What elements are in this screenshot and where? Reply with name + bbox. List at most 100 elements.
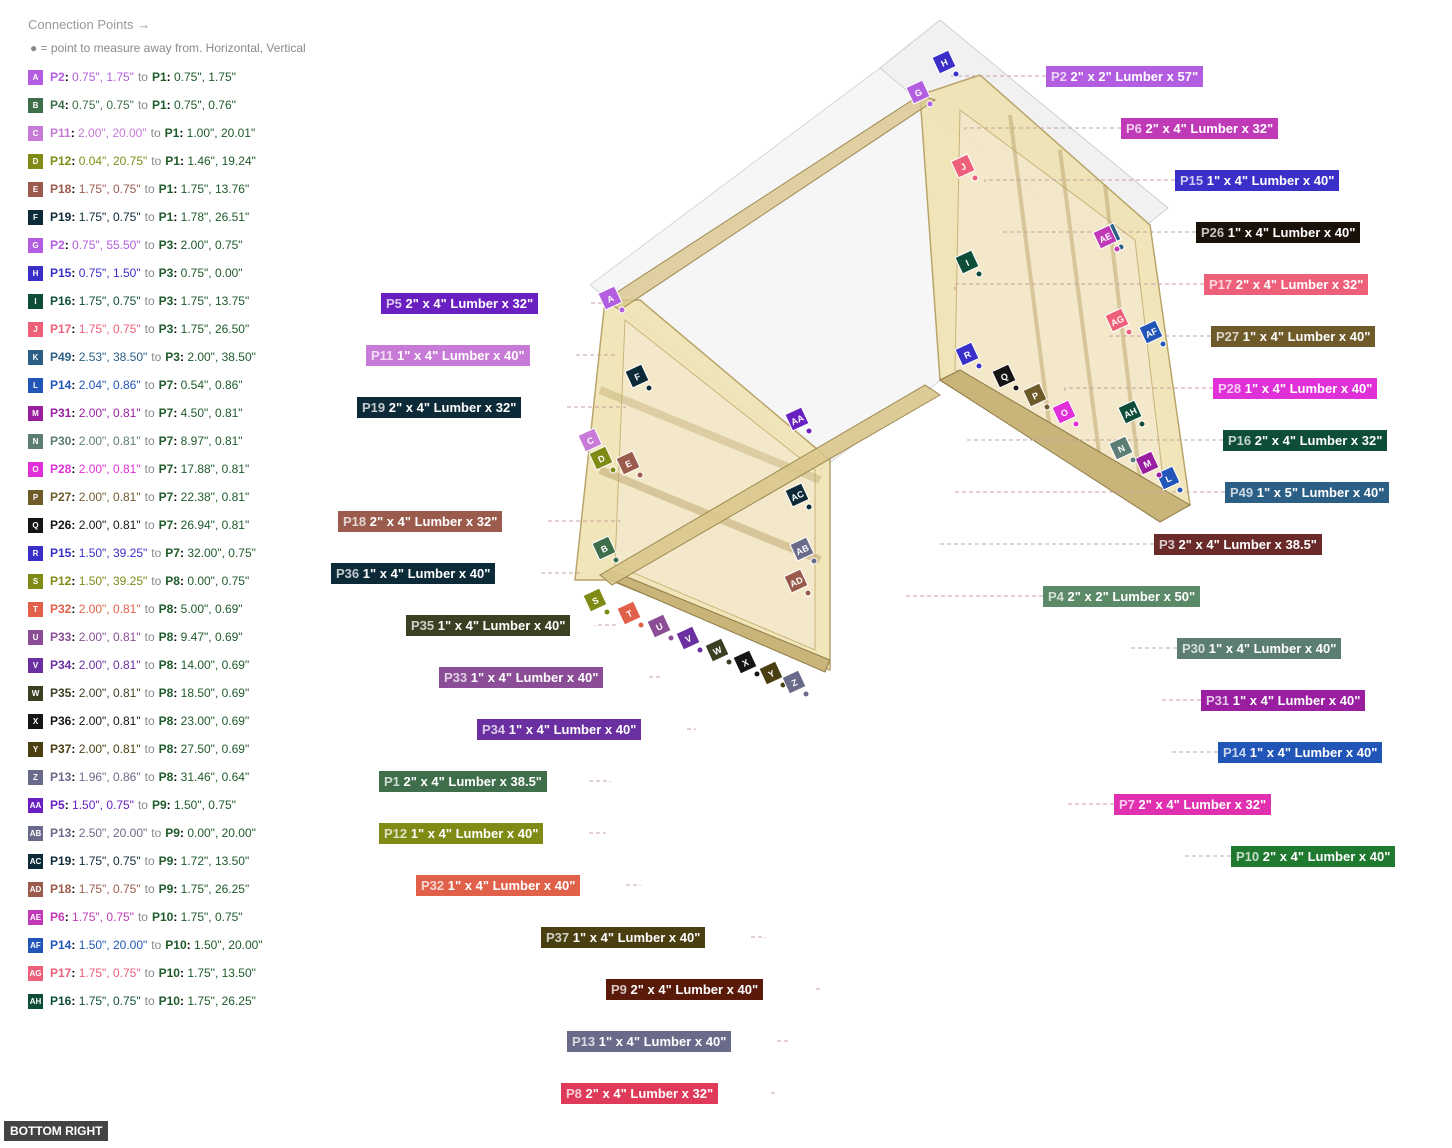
part-tag-p27[interactable]: P27 1" x 4" Lumber x 40": [1211, 326, 1376, 347]
legend-to: to: [144, 322, 155, 336]
part-tag-p35[interactable]: P35 1" x 4" Lumber x 40": [406, 615, 571, 636]
marker-label: V: [684, 633, 694, 645]
legend-code-badge: H: [28, 265, 43, 281]
part-tag-p4[interactable]: P4 2" x 2" Lumber x 50": [1043, 586, 1201, 607]
part-tag-p2[interactable]: P2 2" x 2" Lumber x 57": [1046, 66, 1204, 87]
legend-part-b: P7: [158, 378, 174, 392]
part-tag-p34[interactable]: P34 1" x 4" Lumber x 40": [477, 719, 642, 740]
part-tag-p7[interactable]: P7 2" x 4" Lumber x 32": [1114, 794, 1272, 815]
part-desc: 1" x 4" Lumber x 40": [1227, 225, 1356, 240]
part-tag-p26[interactable]: P26 1" x 4" Lumber x 40": [1196, 222, 1361, 243]
legend-to: to: [151, 574, 162, 588]
part-tag-p18[interactable]: P18 2" x 4" Lumber x 32": [338, 511, 503, 532]
part-tag-p11[interactable]: P11 1" x 4" Lumber x 40": [366, 345, 530, 366]
left-frame-bar: [598, 386, 822, 484]
legend-to: to: [151, 938, 162, 952]
legend-part-b: P8: [158, 602, 174, 616]
leader-line: [771, 1092, 776, 1094]
leader-line: [1109, 335, 1211, 340]
part-id: P26: [1201, 225, 1225, 240]
legend-value-b: 2.00", 0.75": [180, 238, 243, 252]
view-badge[interactable]: BOTTOM RIGHT: [4, 1121, 109, 1141]
part-tag-p9[interactable]: P9 2" x 4" Lumber x 40": [606, 979, 764, 1000]
legend-code-badge: W: [28, 685, 43, 701]
legend-part-a: P34: [50, 658, 72, 672]
left-frame-inner: [614, 319, 816, 651]
part-tag-p31[interactable]: P31 1" x 4" Lumber x 40": [1201, 690, 1366, 711]
legend-value-a: 2.00", 0.81": [78, 742, 141, 756]
legend-value-b: 0.00", 0.75": [187, 574, 250, 588]
part-tag-p13[interactable]: P13 1" x 4" Lumber x 40": [567, 1031, 732, 1052]
part-tag-p33[interactable]: P33 1" x 4" Lumber x 40": [439, 667, 604, 688]
connection-marker: V: [675, 625, 701, 651]
legend-part-a: P15: [50, 266, 72, 280]
legend-part-b: P8: [158, 742, 174, 756]
part-desc: 2" x 4" Lumber x 32": [1235, 277, 1364, 292]
part-tag-p15[interactable]: P15 1" x 4" Lumber x 40": [1175, 170, 1340, 191]
part-desc: 1" x 4" Lumber x 40": [508, 722, 637, 737]
legend-value-b: 1.46", 19.24": [187, 154, 256, 168]
marker-badge: [616, 600, 642, 626]
part-tag-p17[interactable]: P17 2" x 4" Lumber x 32": [1204, 274, 1369, 295]
part-tag-p12[interactable]: P12 1" x 4" Lumber x 40": [379, 823, 544, 844]
part-tag-p32[interactable]: P32 1" x 4" Lumber x 40": [416, 875, 581, 896]
part-tag-p3[interactable]: P3 2" x 4" Lumber x 38.5": [1154, 534, 1322, 555]
part-tag-p16[interactable]: P16 2" x 4" Lumber x 32": [1223, 430, 1388, 451]
legend-value-b: 1.75", 26.25": [187, 994, 256, 1008]
measure-point: [802, 690, 810, 698]
legend-to: to: [150, 126, 161, 140]
part-desc: 1" x 4" Lumber x 40": [447, 878, 576, 893]
part-desc: 1" x 4" Lumber x 40": [1244, 381, 1373, 396]
legend-value-a: 1.75", 0.75": [78, 294, 141, 308]
legend-part-a: P49: [50, 350, 72, 364]
legend-to: to: [144, 966, 155, 980]
part-tag-p28[interactable]: P28 1" x 4" Lumber x 40": [1213, 378, 1378, 399]
part-tag-p30[interactable]: P30 1" x 4" Lumber x 40": [1177, 638, 1342, 659]
marker-badge: [597, 285, 623, 311]
marker-label: C: [585, 435, 596, 447]
leader-line: [964, 127, 1121, 130]
legend-code-badge: T: [28, 601, 43, 617]
legend-part-a: P19: [50, 210, 72, 224]
part-tag-p14[interactable]: P14 1" x 4" Lumber x 40": [1218, 742, 1383, 763]
legend-part-a: P32: [50, 602, 72, 616]
part-tag-p19[interactable]: P19 2" x 4" Lumber x 32": [357, 397, 522, 418]
part-tag-p6[interactable]: P6 2" x 4" Lumber x 32": [1121, 118, 1279, 139]
part-tag-p36[interactable]: P36 1" x 4" Lumber x 40": [331, 563, 496, 584]
legend-code-badge: AA: [28, 797, 43, 813]
part-id: P31: [1206, 693, 1230, 708]
marker-badge: [1022, 382, 1048, 408]
part-tag-p5[interactable]: P5 2" x 4" Lumber x 32": [381, 293, 539, 314]
part-desc: 2" x 2" Lumber x 50": [1067, 589, 1196, 604]
connection-marker: AE: [1092, 224, 1118, 250]
connection-marker: A: [597, 285, 623, 311]
marker-label: O: [1059, 407, 1070, 419]
marker-badge: [732, 649, 758, 675]
legend-part-b: P10: [158, 966, 180, 980]
part-tag-p10[interactable]: P10 2" x 4" Lumber x 40": [1231, 846, 1396, 867]
part-tag-p1[interactable]: P1 2" x 4" Lumber x 38.5": [379, 771, 547, 792]
part-tag-p49[interactable]: P49 1" x 5" Lumber x 40": [1225, 482, 1390, 503]
connection-marker: C: [577, 427, 603, 453]
marker-badge: [781, 669, 807, 695]
legend-value-a: 1.75", 0.75": [78, 210, 141, 224]
marker-badge: [1138, 319, 1164, 345]
part-id: P6: [1126, 121, 1142, 136]
measure-point: [696, 646, 704, 654]
part-tag-p37[interactable]: P37 1" x 4" Lumber x 40": [541, 927, 706, 948]
legend-value-b: 1.75", 13.75": [180, 294, 250, 308]
marker-badge: [905, 79, 931, 105]
connection-marker: AB: [789, 536, 815, 562]
legend-code-badge: D: [28, 153, 43, 169]
part-desc: 1" x 4" Lumber x 40": [598, 1034, 727, 1049]
part-tag-p8[interactable]: P8 2" x 4" Lumber x 32": [561, 1083, 719, 1104]
legend-part-a: P37: [50, 742, 72, 756]
connection-marker: Y: [758, 660, 784, 686]
connection-marker: G: [905, 79, 931, 105]
measure-point: [1113, 245, 1121, 253]
legend-value-b: 2.00", 38.50": [187, 350, 256, 364]
measure-point: [1155, 471, 1163, 479]
